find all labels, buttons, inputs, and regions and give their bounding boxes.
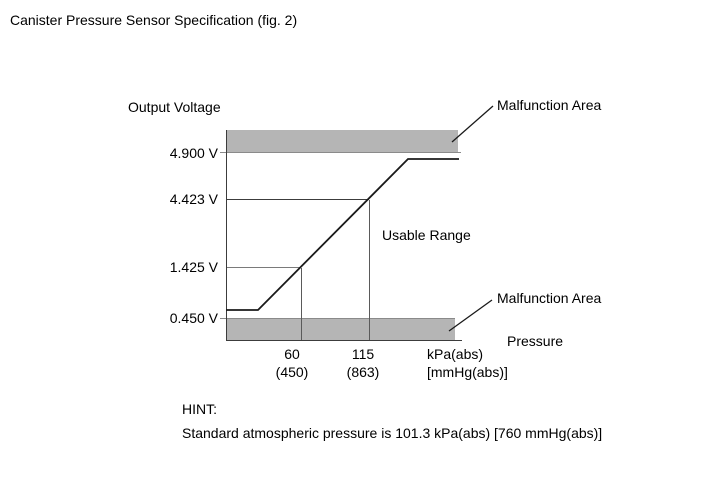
y-axis-line <box>226 130 227 341</box>
usable-range-label: Usable Range <box>382 227 471 243</box>
y-axis-title: Output Voltage <box>128 99 221 115</box>
x-axis-units: kPa(abs) [mmHg(abs)] <box>427 345 557 381</box>
x-axis-title: Pressure <box>507 333 564 349</box>
reference-line-4423 <box>227 199 369 200</box>
malfunction-band-bottom <box>226 318 455 340</box>
x-axis-unit-mmhg: [mmHg(abs)] <box>427 364 508 380</box>
malfunction-top-pointer-line <box>451 105 494 143</box>
malfunction-area-bottom-label: Malfunction Area <box>497 290 602 306</box>
dropline-115 <box>369 200 370 340</box>
malfunction-area-top-label: Malfunction Area <box>497 97 602 113</box>
tick-line-4900 <box>220 152 461 153</box>
y-tick-4423: 4.423 V <box>169 191 218 207</box>
x-tick-60: 60 (450) <box>266 345 318 381</box>
page-title: Canister Pressure Sensor Specification (… <box>10 12 298 28</box>
x-tick-115: 115 (863) <box>337 345 389 381</box>
hint-heading: HINT: <box>182 401 217 417</box>
tick-line-0450 <box>220 318 455 319</box>
hint-body: Standard atmospheric pressure is 101.3 k… <box>182 425 603 441</box>
reference-line-1425 <box>227 267 301 268</box>
y-tick-1425: 1.425 V <box>169 259 218 275</box>
dropline-60 <box>301 268 302 340</box>
x-tick-115-kpa: 115 <box>351 346 375 362</box>
x-axis-unit-kpa: kPa(abs) <box>427 346 484 362</box>
y-tick-0450: 0.450 V <box>169 310 218 326</box>
malfunction-bottom-pointer-line <box>448 299 493 332</box>
malfunction-band-top <box>226 130 458 152</box>
x-tick-115-mmhg: (863) <box>346 364 380 380</box>
y-tick-4900: 4.900 V <box>169 145 218 161</box>
x-tick-60-mmhg: (450) <box>275 364 309 380</box>
x-tick-60-kpa: 60 <box>284 346 300 362</box>
x-axis-line <box>226 340 462 341</box>
